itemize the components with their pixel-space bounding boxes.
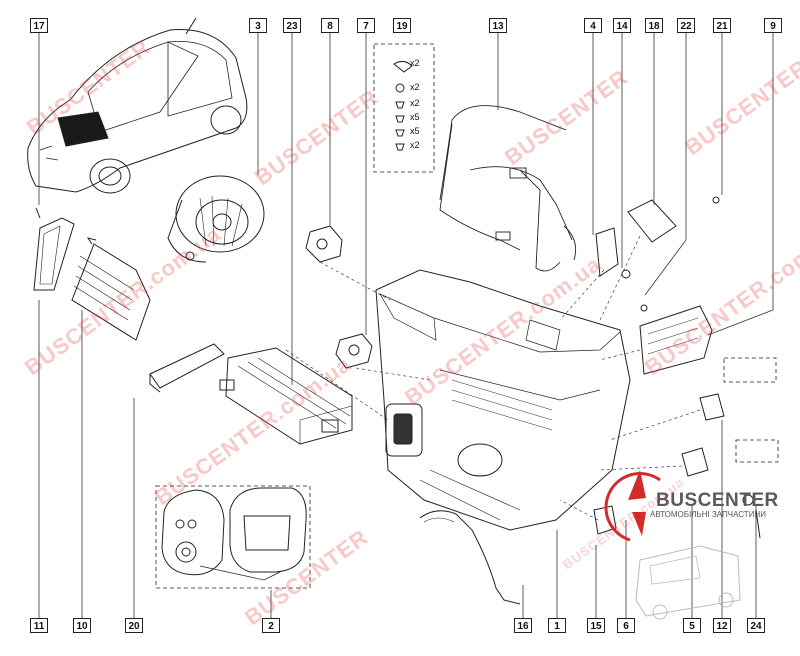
logo-brand-name: BUSCENTER <box>656 490 779 511</box>
callout-24: 24 <box>747 618 765 633</box>
gasket-kit-shape <box>155 485 311 589</box>
actuator-shapes <box>305 225 373 369</box>
quantity-label: x2 <box>410 98 420 108</box>
callout-3: 3 <box>249 18 267 33</box>
callout-18: 18 <box>645 18 663 33</box>
callout-21: 21 <box>713 18 731 33</box>
dashed-callout-boxes <box>373 43 779 463</box>
callout-8: 8 <box>321 18 339 33</box>
wiring-harness-shape <box>439 105 577 272</box>
quantity-label: x2 <box>410 140 420 150</box>
quantity-label: x2 <box>410 82 420 92</box>
callout-11: 11 <box>30 618 48 633</box>
logo-tagline: АВТОМОБІЛЬНІ ЗАПЧАСТИНИ <box>650 510 766 519</box>
hvac-housing-shape <box>375 269 631 531</box>
blower-fan-shape <box>167 175 265 263</box>
callout-17: 17 <box>30 18 48 33</box>
callout-1: 1 <box>548 618 566 633</box>
callout-16: 16 <box>514 618 532 633</box>
callout-7: 7 <box>357 18 375 33</box>
cabin-filter-shape <box>71 237 151 341</box>
callout-14: 14 <box>613 18 631 33</box>
callout-10: 10 <box>73 618 91 633</box>
callout-13: 13 <box>489 18 507 33</box>
callout-4: 4 <box>584 18 602 33</box>
callout-9: 9 <box>764 18 782 33</box>
foam-strip-shape <box>149 343 225 393</box>
callout-15: 15 <box>587 618 605 633</box>
heater-core-shape <box>219 347 353 445</box>
callout-19: 19 <box>393 18 411 33</box>
quantity-label: x5 <box>410 112 420 122</box>
control-module-shapes <box>593 196 761 539</box>
callout-6: 6 <box>617 618 635 633</box>
vehicle-outline <box>27 17 248 194</box>
fastener-icons <box>393 60 413 151</box>
quantity-label: x5 <box>410 126 420 136</box>
callout-2: 2 <box>262 618 280 633</box>
quantity-label: x2 <box>410 58 420 68</box>
callout-12: 12 <box>713 618 731 633</box>
buscenter-logo-emblem <box>604 470 741 620</box>
leader-lines <box>38 32 774 618</box>
callout-22: 22 <box>677 18 695 33</box>
callout-23: 23 <box>283 18 301 33</box>
drain-hose-shape <box>419 510 521 605</box>
small-filter-shape <box>33 207 75 291</box>
callout-5: 5 <box>683 618 701 633</box>
callout-20: 20 <box>125 618 143 633</box>
assembly-guide-lines <box>285 235 701 521</box>
